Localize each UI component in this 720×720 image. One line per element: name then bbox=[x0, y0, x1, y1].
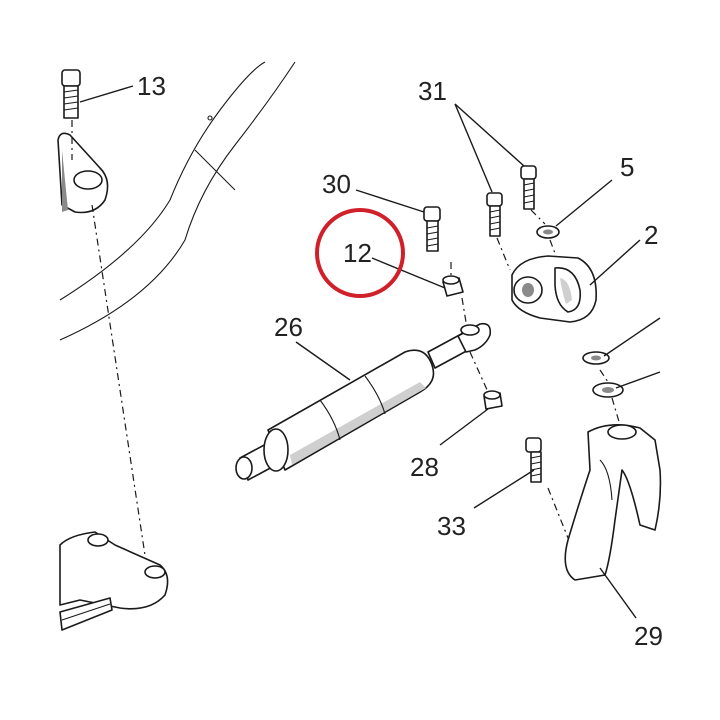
bolt-13 bbox=[61, 69, 81, 119]
label-30: 30 bbox=[322, 169, 351, 199]
leader-lines bbox=[79, 85, 661, 619]
label-13: 13 bbox=[137, 71, 166, 101]
label-33: 33 bbox=[437, 511, 466, 541]
nut-12 bbox=[442, 275, 464, 297]
damper-clamp-2 bbox=[511, 255, 597, 323]
washer-lower-a bbox=[582, 351, 610, 365]
nut-28 bbox=[483, 390, 503, 410]
label-2: 2 bbox=[644, 220, 658, 250]
bolt-31a bbox=[486, 192, 503, 237]
frame-outline bbox=[59, 61, 296, 341]
steering-damper-26 bbox=[235, 322, 492, 481]
bracket-29 bbox=[564, 424, 662, 581]
label-29: 29 bbox=[634, 621, 663, 651]
washer-5 bbox=[536, 225, 560, 239]
label-28: 28 bbox=[410, 452, 439, 482]
axis-line-right bbox=[496, 209, 621, 426]
label-5: 5 bbox=[620, 152, 634, 182]
upper-clamp-part bbox=[57, 132, 109, 214]
label-31: 31 bbox=[418, 76, 447, 106]
washer-lower-b bbox=[592, 382, 624, 398]
highlight-circle bbox=[315, 208, 405, 298]
lower-clamp-part bbox=[59, 531, 169, 631]
bolt-30 bbox=[423, 206, 441, 252]
bolt-33 bbox=[525, 437, 542, 483]
bolt-31b bbox=[520, 165, 537, 210]
axis-line-left bbox=[71, 120, 149, 576]
label-26: 26 bbox=[274, 312, 303, 342]
axis-line-bolt33 bbox=[547, 487, 569, 539]
label-12: 12 bbox=[343, 238, 372, 268]
axis-line-center bbox=[450, 262, 489, 393]
